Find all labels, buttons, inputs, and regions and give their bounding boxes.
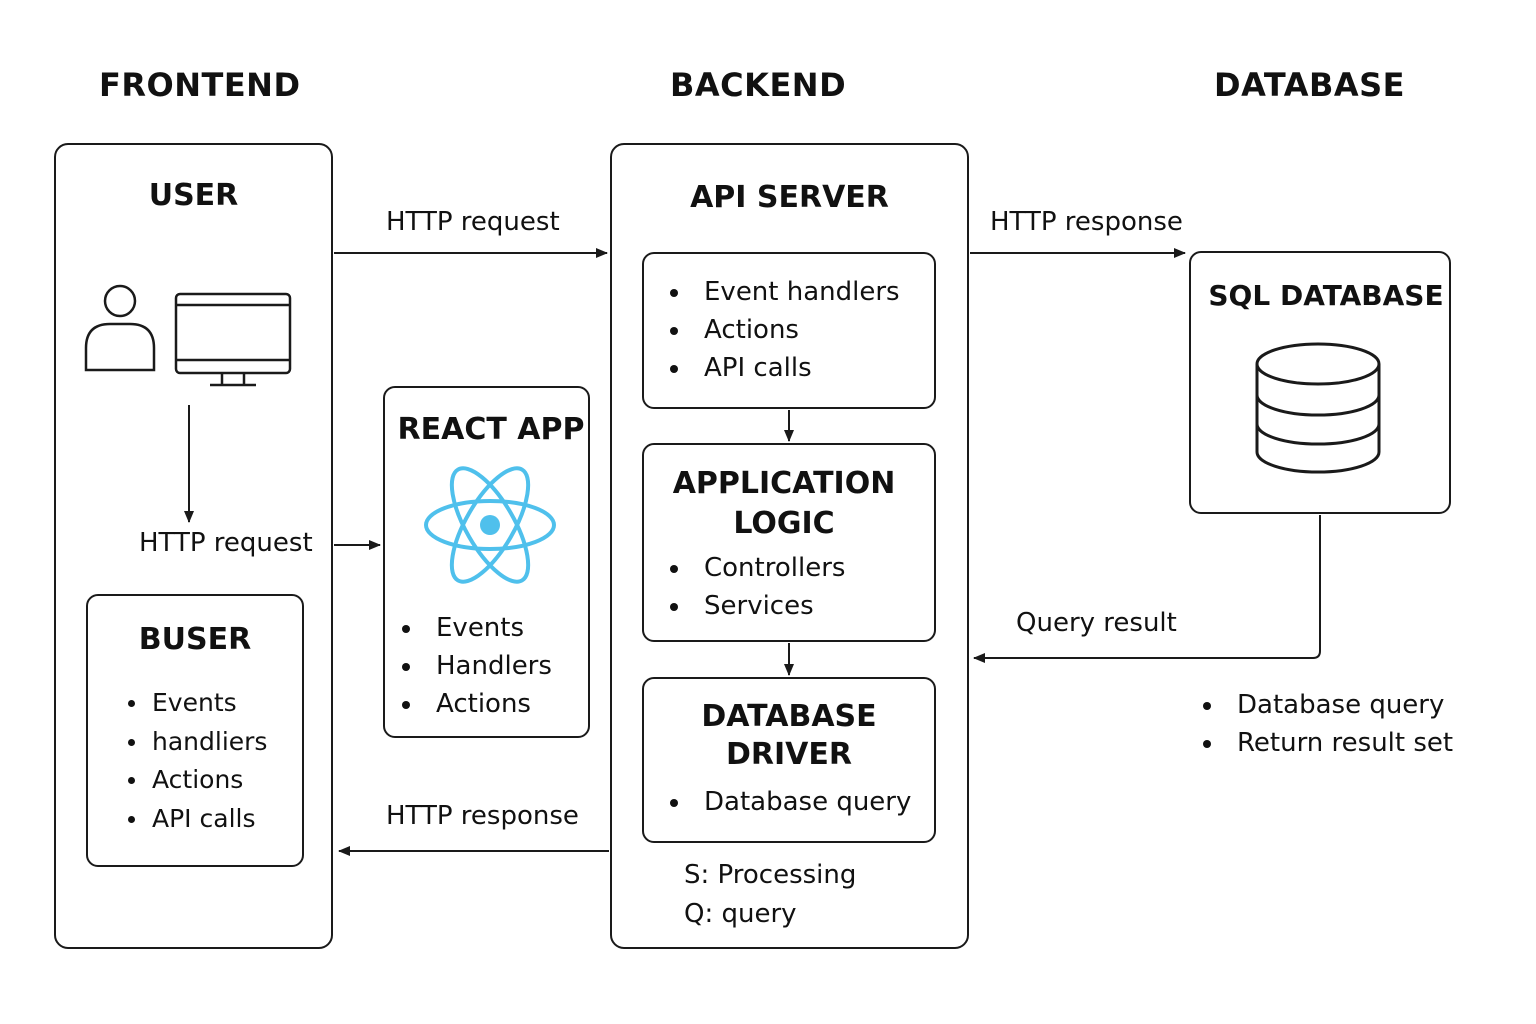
- application-logic-title: APPLICATION LOGIC: [642, 464, 926, 544]
- backend-footer-processing: S: Processing: [684, 860, 857, 890]
- list-item: Handlers: [402, 647, 552, 685]
- arrow-label-api-to-db: HTTP response: [990, 207, 1183, 237]
- database-cylinder-icon: [1255, 342, 1381, 474]
- buser-box: [86, 594, 304, 867]
- list-item: Actions: [402, 685, 552, 723]
- arrow-label-user-to-api: HTTP request: [386, 207, 560, 237]
- arrow-label-db-to-api: Query result: [1016, 608, 1177, 638]
- backend-heading: BACKEND: [670, 66, 847, 104]
- arrow-db-to-api: [973, 515, 1321, 663]
- buser-title: BUSER: [138, 622, 252, 657]
- user-title: USER: [148, 178, 239, 213]
- react-app-title: REACT APP: [397, 412, 585, 447]
- database-driver-title: DATABASE DRIVER: [642, 698, 936, 774]
- buser-list: Events handliers Actions API calls: [128, 684, 267, 838]
- list-item: Return result set: [1203, 724, 1453, 762]
- react-app-list: Events Handlers Actions: [402, 609, 552, 723]
- sql-database-title: SQL DATABASE: [1208, 279, 1444, 312]
- react-logo-icon: [424, 466, 556, 584]
- list-item: Database query: [670, 783, 911, 821]
- database-driver-list: Database query: [670, 783, 911, 821]
- api-server-title: API SERVER: [690, 180, 889, 215]
- list-item: Events: [402, 609, 552, 647]
- database-driver-title-line2: DRIVER: [726, 737, 852, 772]
- list-item: Controllers: [670, 549, 845, 587]
- list-item: Actions: [670, 311, 900, 349]
- list-item: Events: [128, 684, 267, 723]
- frontend-heading: FRONTEND: [99, 66, 301, 104]
- application-logic-title-line2: LOGIC: [733, 506, 835, 541]
- application-logic-title-line1: APPLICATION: [672, 466, 896, 501]
- list-item: API calls: [128, 800, 267, 839]
- database-list: Database query Return result set: [1203, 686, 1453, 762]
- list-item: Database query: [1203, 686, 1453, 724]
- user-icon: [84, 284, 156, 372]
- handlers-box: [642, 252, 936, 409]
- list-item: Actions: [128, 761, 267, 800]
- monitor-icon: [174, 292, 292, 387]
- application-logic-list: Controllers Services: [670, 549, 845, 625]
- arrow-label-api-to-user: HTTP response: [386, 801, 579, 831]
- list-item: Event handlers: [670, 273, 900, 311]
- user-http-request-label: HTTP request: [139, 528, 313, 558]
- handlers-list: Event handlers Actions API calls: [670, 273, 900, 387]
- backend-footer-query: Q: query: [684, 899, 797, 929]
- database-heading: DATABASE: [1214, 66, 1406, 104]
- list-item: handliers: [128, 723, 267, 762]
- list-item: API calls: [670, 349, 900, 387]
- list-item: Services: [670, 587, 845, 625]
- database-driver-title-line1: DATABASE: [701, 699, 877, 734]
- database-driver-box: [642, 677, 936, 843]
- application-logic-box: [642, 443, 936, 642]
